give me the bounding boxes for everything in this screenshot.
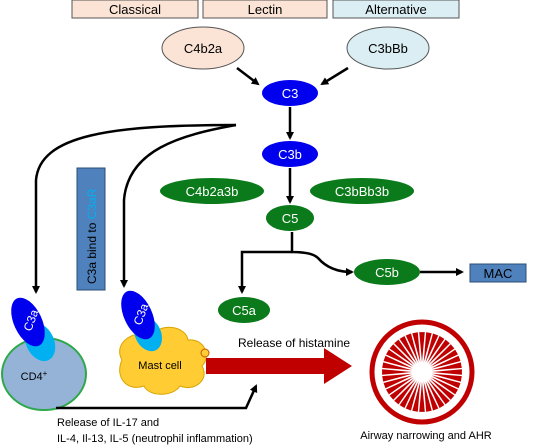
- airway-fold: [405, 333, 419, 363]
- airway-fold: [386, 377, 414, 395]
- mast-cell-label: Mast cell: [138, 360, 181, 372]
- c3ar-box: [76, 167, 106, 291]
- alternative-box: [332, 0, 460, 19]
- classical-label: Classical: [109, 2, 161, 17]
- arrow-c4b2a-c3: [236, 67, 260, 86]
- airway-fold: [427, 380, 445, 408]
- c5-label: C5: [282, 211, 299, 226]
- airway-fold: [428, 379, 450, 405]
- airway-fold: [394, 339, 416, 365]
- airway-fold: [419, 332, 425, 362]
- lectin-label: Lectin: [248, 2, 283, 17]
- airway-fold: [382, 373, 413, 382]
- c4b2a3b-node: [160, 178, 264, 204]
- c3b-label: C3b: [278, 147, 302, 162]
- c5-node: [266, 205, 314, 231]
- il-release-line2: IL-4, Il-13, IL-5 (neutrophil inflammati…: [57, 433, 253, 445]
- airway-fold: [423, 332, 432, 363]
- cd4-label: CD4+: [21, 369, 48, 383]
- airway-fold: [389, 344, 415, 366]
- airway-fold: [419, 382, 425, 412]
- classical-box: [71, 0, 199, 19]
- c5b-label: C5b: [375, 265, 399, 280]
- airway-fold: [382, 362, 413, 371]
- airway-fold: [432, 369, 462, 375]
- airway-fold: [430, 377, 458, 395]
- airway-fold: [431, 362, 462, 371]
- airway-fold: [425, 333, 439, 363]
- c3bbb-node: [346, 26, 430, 70]
- arrow-c3-mast: [120, 123, 237, 288]
- airway-fold: [405, 381, 419, 411]
- c3ar-label: C3a bind to C3aR: [85, 188, 99, 284]
- airway-fold: [428, 339, 450, 365]
- arrow-c5-c5a: [238, 250, 292, 294]
- c3a-node-right: [121, 290, 155, 340]
- mac-label: MAC: [484, 266, 513, 281]
- airway-fold: [430, 349, 458, 367]
- arrow-c3bbb-c3: [320, 66, 349, 86]
- airway-fold: [431, 375, 461, 389]
- airway-fold: [427, 336, 445, 364]
- airway-fold: [423, 381, 432, 412]
- c5b-node: [354, 259, 420, 285]
- airway-label: Airway narrowing and AHR: [360, 430, 492, 442]
- lectin-box: [202, 0, 328, 19]
- arrow-c3-cd4: [32, 123, 237, 294]
- c3bbb-label: C3bBb: [368, 41, 408, 56]
- airway-fold: [425, 381, 439, 411]
- airway-fold: [383, 355, 413, 369]
- airway-fold: [431, 373, 462, 382]
- c4b2a3b-label: C4b2a3b: [186, 184, 239, 199]
- il-release-line1: Release of IL-17 and: [57, 417, 159, 429]
- histamine-arrow: [206, 348, 352, 384]
- airway-fold: [394, 379, 416, 405]
- airway-fold: [399, 380, 417, 408]
- mast-granule: [200, 348, 210, 358]
- c3b-node: [262, 141, 318, 167]
- arrow-c5-c5b: [290, 232, 354, 276]
- histamine-label: Release of histamine: [238, 336, 350, 350]
- c3bbb3b-node: [310, 178, 414, 204]
- airway-fold: [412, 381, 421, 412]
- airway-fold: [431, 355, 461, 369]
- airway-icon: [369, 319, 475, 425]
- airway-fold: [412, 332, 421, 363]
- airway-fold: [382, 369, 412, 375]
- mac-box: [469, 263, 527, 283]
- alternative-label: Alternative: [365, 2, 426, 17]
- c5a-node: [218, 297, 270, 323]
- c4b2a-label: C4b2a: [184, 41, 223, 56]
- c3bbb3b-label: C3bBb3b: [335, 184, 389, 199]
- airway-fold: [429, 344, 455, 366]
- airway-fold: [386, 349, 414, 367]
- airway-fold: [389, 378, 415, 400]
- c3-label: C3: [282, 86, 299, 101]
- airway-fold: [383, 375, 413, 389]
- airway-fold: [399, 336, 417, 364]
- arrow-cd4-il-release: [56, 384, 258, 410]
- c3a-node-left: [11, 297, 45, 347]
- c3-node: [262, 80, 318, 106]
- c4b2a-node: [161, 26, 245, 70]
- airway-fold: [429, 378, 455, 400]
- c5a-label: C5a: [232, 303, 257, 318]
- airway-outer-ring: [369, 319, 475, 425]
